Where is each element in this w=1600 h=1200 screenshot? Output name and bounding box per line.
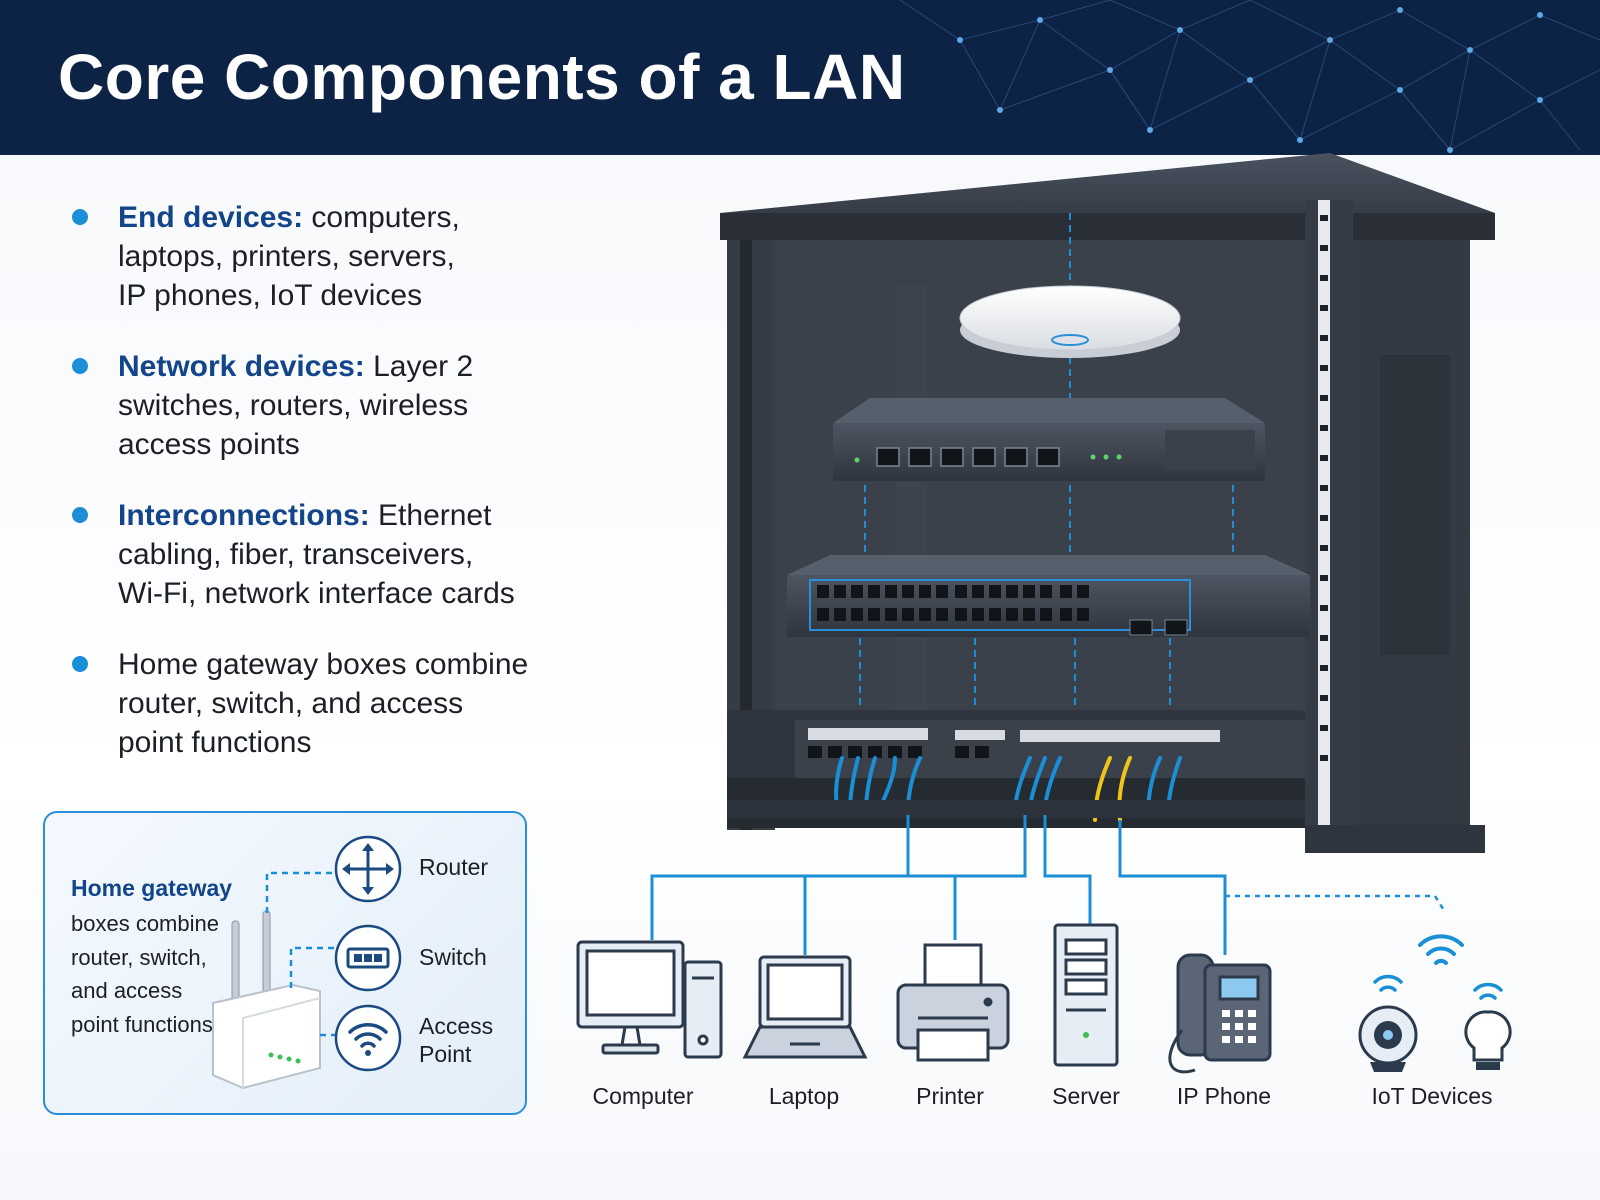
iot-bulb-icon <box>1464 982 1512 1070</box>
bullet-term: End devices: <box>118 201 304 234</box>
bullet-desc: Ethernet cabling, fiber, transceivers, W… <box>118 499 515 610</box>
device-label-printer: Printer <box>916 1083 984 1109</box>
device-label-laptop: Laptop <box>768 1083 840 1109</box>
access-point-label: Access Point <box>419 1013 494 1067</box>
gateway-title: Home gateway <box>71 875 233 901</box>
computer-icon <box>576 940 723 1059</box>
bullet-home-gateway: Home gateway boxes combine router, switc… <box>68 645 588 762</box>
bullet-list: End devices: computers, laptops, printer… <box>68 198 588 792</box>
home-gateway-panel: Home gateway boxes combine router, switc… <box>43 811 527 1115</box>
device-label-ip-phone: IP Phone <box>1176 1083 1272 1109</box>
page-title: Core Components of a LAN <box>58 41 906 113</box>
bullet-end-devices: End devices: computers, laptops, printer… <box>68 198 588 315</box>
ethernet-switch-device <box>787 555 1310 637</box>
iot-wifi-icon <box>1418 934 1464 965</box>
bullet-desc: computers, laptops, printers, servers, I… <box>118 201 460 312</box>
bullet-desc: Layer 2 switches, routers, wireless acce… <box>118 350 474 461</box>
switch-function-icon <box>334 924 402 992</box>
bullet-network-devices: Network devices: Layer 2 switches, route… <box>68 347 588 464</box>
switch-label: Switch <box>419 944 487 970</box>
router-device <box>833 398 1265 481</box>
device-label-iot: IoT Devices <box>1371 1083 1493 1109</box>
device-label-server: Server <box>1052 1083 1120 1109</box>
router-label: Router <box>419 854 489 880</box>
wifi-access-point-icon <box>334 1004 402 1072</box>
laptop-icon <box>742 955 868 1059</box>
ip-phone-icon <box>1168 953 1272 1074</box>
bullet-term: Interconnections: <box>118 499 370 532</box>
ceiling-access-point <box>959 285 1181 358</box>
vent-grille <box>1380 355 1450 655</box>
gateway-text: boxes combine router, switch, and access… <box>71 911 219 1037</box>
iot-camera-icon <box>1358 974 1418 1072</box>
bullet-dot-icon <box>72 358 88 374</box>
network-pattern-graphic <box>899 0 1600 153</box>
printer-icon <box>896 943 1010 1062</box>
bullet-interconnections: Interconnections: Ethernet cabling, fibe… <box>68 496 588 613</box>
bullet-desc: Home gateway boxes combine router, switc… <box>118 648 529 759</box>
server-icon <box>1053 923 1119 1067</box>
router-led-icons <box>268 1052 301 1064</box>
router-function-icon <box>334 835 402 903</box>
device-label-computer: Computer <box>592 1083 694 1109</box>
bullet-dot-icon <box>72 209 88 225</box>
bullet-term: Network devices: <box>118 350 365 383</box>
device-connection-lines <box>650 815 1227 955</box>
header-banner: Core Components of a LAN <box>0 0 1600 155</box>
bullet-dot-icon <box>72 656 88 672</box>
gateway-graphic <box>212 835 402 1090</box>
bullet-dot-icon <box>72 507 88 523</box>
